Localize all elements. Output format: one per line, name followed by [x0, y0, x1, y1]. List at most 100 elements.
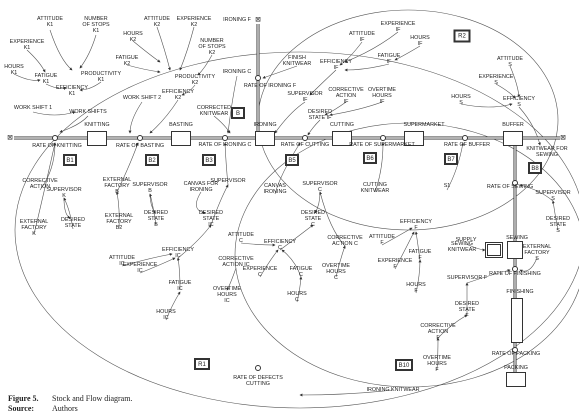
- loop-b2: B2: [145, 154, 159, 166]
- causal-link: [196, 191, 206, 214]
- causal-link: [128, 101, 143, 134]
- var-attitude-f: ATTITUDE F: [369, 234, 395, 246]
- var-hours-s: HOURS S: [451, 94, 471, 106]
- causal-link: [551, 200, 559, 231]
- var-number-stops-k1: NUMBER OF STOPS K1: [82, 16, 110, 34]
- label-sewing: SEWING: [506, 235, 528, 241]
- figure-label: Figure 5.: [8, 394, 39, 403]
- causal-link: [176, 257, 181, 291]
- flow-label-knitting: RATE OF KNITTING: [32, 143, 82, 149]
- causal-link: [121, 252, 173, 267]
- causal-link: [465, 243, 486, 252]
- var-efficiency-ic: EFFICIENCY IC: [161, 247, 195, 259]
- valve-finishing: [512, 266, 518, 272]
- var-experience-ic: EXPERIENCE IC: [122, 262, 158, 274]
- var-experience-if: EXPERIENCE IF: [380, 21, 416, 33]
- causal-link: [329, 101, 383, 117]
- causal-link: [394, 45, 421, 61]
- causal-link: [344, 63, 390, 72]
- valve-defects: [255, 365, 261, 371]
- var-fatigue-c: FATIGUE C: [289, 266, 313, 278]
- loop-b6: B6: [363, 152, 377, 164]
- var-supervisor-if: SUPERVISOR IF: [287, 91, 323, 103]
- feedback-loop-arc: [234, 122, 579, 388]
- var-desired-state-if: DESIRED STATE IF: [308, 109, 332, 121]
- var-ironing-f: IRONING F: [223, 17, 251, 23]
- causal-link: [274, 142, 301, 195]
- var-hours-ic: HOURS IC: [156, 309, 176, 321]
- causal-link: [213, 115, 231, 134]
- var-supervisor-c: SUPERVISOR C: [302, 181, 338, 193]
- causal-link: [132, 40, 161, 63]
- var-supervisor-k: SUPERVISOR K: [46, 187, 82, 199]
- flow-label-basting: RATE OF BASTING: [115, 143, 165, 149]
- loop-b10: B10: [395, 359, 413, 371]
- var-experience-f: EXPERIENCE F: [377, 258, 413, 270]
- var-fatigue-f: FATIGUE F: [408, 249, 432, 261]
- loop-b3: B3: [202, 154, 216, 166]
- var-desired-state-b: DESIRED STATE B: [144, 210, 168, 228]
- var-external-factory-b2: EXTERNAL FACTORY B2: [104, 213, 134, 231]
- var-experience-c: EXPERIENCE C: [242, 266, 278, 278]
- label-packing: PACKING: [504, 365, 528, 371]
- causal-link: [446, 142, 465, 191]
- flow-label-buffer: RATE OF BUFFER: [443, 142, 491, 148]
- var-fatigue-ic: FATIGUE IC: [168, 280, 192, 292]
- var-external-factory-k: EXTERNAL FACTORY K: [19, 219, 49, 237]
- stock-buffer: [503, 131, 523, 146]
- causal-link: [279, 224, 314, 251]
- flow-label-ironing-f: RATE OF IRONING F: [243, 83, 297, 89]
- var-corrective-action: CORRECTIVE ACTION: [22, 178, 58, 190]
- var-work-shift-2: WORK SHIFT 2: [122, 95, 162, 101]
- valve-knitting: [52, 135, 58, 141]
- var-overtime-hours-f: OVERTIME HOURS F: [422, 355, 452, 373]
- causal-link: [415, 259, 422, 294]
- var-corrective-action-ic: CORRECTIVE ACTION IC: [218, 256, 254, 268]
- valve-packing: [512, 347, 518, 353]
- valve-ironing-c: [222, 135, 228, 141]
- sink-cloud: ⊠: [560, 134, 566, 142]
- causal-link: [339, 41, 363, 66]
- causal-link: [519, 257, 538, 273]
- var-corrective-action-if: CORRECTIVE ACTION IF: [328, 87, 364, 105]
- var-desired-state-ic: DESIRED STATE IC: [199, 210, 223, 228]
- causal-link: [59, 115, 89, 133]
- var-external-factory-b: EXTERNAL FACTORY B: [102, 177, 132, 195]
- causal-link: [460, 103, 513, 108]
- var-productivity-k1: PRODUCTIVITY K1: [80, 71, 122, 83]
- var-efficiency-s: EFFICIENCY S: [502, 96, 536, 108]
- var-work-shift-1: WORK SHIFT 1: [13, 105, 53, 111]
- label-cutting: CUTTING: [330, 122, 354, 128]
- var-supervisor-f: SUPERVISOR F: [446, 275, 488, 281]
- causal-link: [466, 269, 511, 284]
- causal-link: [226, 75, 238, 134]
- loop-b8: B8: [528, 162, 542, 174]
- causal-link: [394, 231, 415, 270]
- var-experience-s: EXPERIENCE S: [478, 74, 514, 86]
- causal-link: [509, 65, 521, 98]
- var-hours-if: HOURS IF: [410, 35, 430, 47]
- causal-link: [165, 291, 181, 321]
- causal-link: [281, 249, 302, 278]
- feedback-loop-arc: [14, 51, 579, 409]
- causal-link: [149, 193, 157, 226]
- stock-finishing: [511, 298, 523, 343]
- causal-link: [262, 65, 298, 79]
- stock-cutting: [332, 131, 352, 146]
- causal-link: [381, 227, 413, 246]
- loop-b1: B1: [63, 154, 77, 166]
- causal-link: [33, 142, 56, 235]
- figure-caption: Figure 5.Stock and Flow diagram.: [8, 394, 132, 403]
- causal-link: [259, 249, 279, 278]
- valve-supermarket: [380, 135, 386, 141]
- causal-link: [79, 81, 102, 92]
- causal-link: [39, 142, 57, 191]
- var-work-shifts: WORK SHIFTS: [69, 109, 107, 115]
- causal-link: [223, 142, 229, 186]
- var-efficiency-k1: EFFICIENCY K1: [55, 85, 89, 97]
- causal-link: [296, 276, 303, 303]
- var-desired-state-f: DESIRED STATE F: [455, 301, 479, 319]
- var-overtime-hours-if: OVERTIME HOURS IF: [367, 87, 397, 105]
- var-hours-c: HOURS C: [287, 291, 307, 303]
- label-buffer: BUFFER: [502, 122, 524, 128]
